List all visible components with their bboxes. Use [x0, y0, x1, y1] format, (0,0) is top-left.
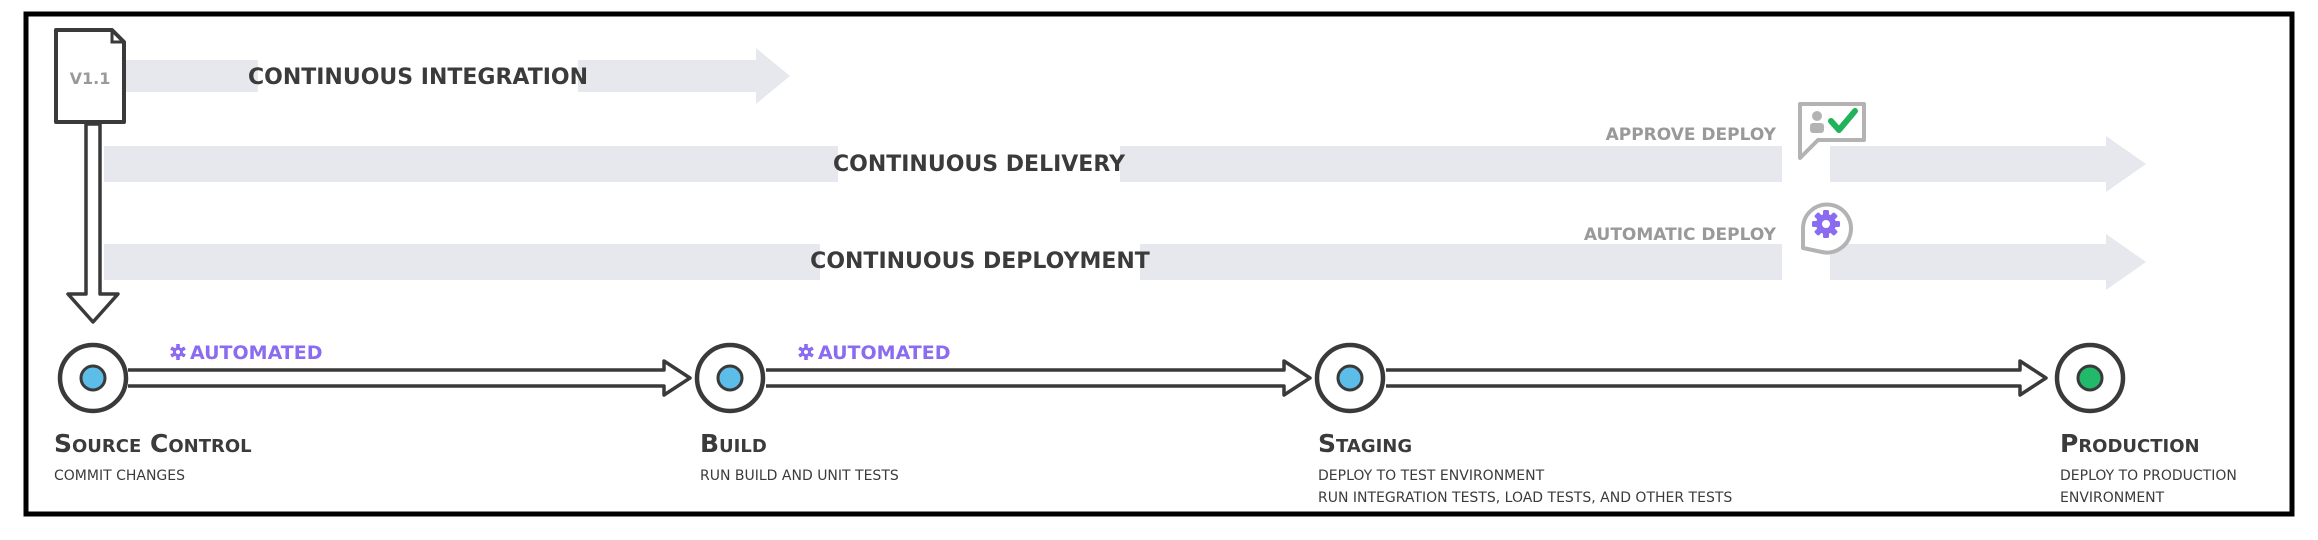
gear-icon: [798, 344, 814, 360]
connector-source-to-build: [128, 359, 692, 397]
deployment-label: CONTINUOUS DEPLOYMENT: [810, 249, 1150, 274]
automated-label-1: AUTOMATED: [190, 342, 323, 364]
automated-label-2: AUTOMATED: [818, 342, 951, 364]
stage-staging: Staging DEPLOY TO TEST ENVIRONMENT RUN I…: [1318, 429, 1732, 506]
stage-desc-line: DEPLOY TO PRODUCTION: [2060, 468, 2237, 484]
delivery-band: CONTINUOUS DELIVERY APPROVE DEPLOY: [104, 102, 2146, 192]
automated-tag-1: AUTOMATED: [170, 342, 323, 364]
stage-title: Source Control: [54, 429, 252, 458]
stage-desc-line: RUN BUILD AND UNIT TESTS: [700, 468, 899, 484]
stage-node-build: [694, 342, 766, 414]
version-document: V1.1: [54, 28, 126, 124]
version-down-arrow: [66, 122, 120, 324]
integration-band: CONTINUOUS INTEGRATION: [112, 48, 790, 104]
stage-title: Build: [700, 429, 767, 458]
deployment-band: CONTINUOUS DEPLOYMENT AUTOMATIC DEPLOY: [104, 202, 2146, 290]
stage-status-dot: [79, 364, 107, 392]
stage-production: Production DEPLOY TO PRODUCTION ENVIRONM…: [2060, 429, 2237, 506]
approval-check-icon: [1798, 102, 1866, 160]
delivery-arrow: [104, 136, 2146, 192]
integration-label-bg: [258, 56, 578, 96]
stage-build: Build RUN BUILD AND UNIT TESTS: [700, 429, 899, 484]
stage-desc-line: RUN INTEGRATION TESTS, LOAD TESTS, AND O…: [1318, 490, 1732, 506]
gear-icon: [170, 344, 186, 360]
integration-label: CONTINUOUS INTEGRATION: [248, 65, 588, 90]
approve-deploy-label: APPROVE DEPLOY: [1606, 125, 1777, 145]
stage-desc-line: COMMIT CHANGES: [54, 468, 185, 484]
automated-tag-2: AUTOMATED: [798, 342, 951, 364]
stage-node-staging: [1314, 342, 1386, 414]
stage-node-production: [2054, 342, 2126, 414]
stage-source-control: Source Control COMMIT CHANGES: [54, 429, 252, 484]
stage-status-dot: [1336, 364, 1364, 392]
version-tag: V1.1: [70, 69, 111, 88]
stage-status-dot: [2076, 364, 2104, 392]
delivery-label-bg: [838, 144, 1120, 184]
delivery-label: CONTINUOUS DELIVERY: [833, 152, 1126, 177]
stage-title: Staging: [1318, 429, 1412, 458]
gear-icon: [1801, 202, 1853, 255]
connector-staging-to-production: [1386, 359, 2048, 397]
deployment-label-bg: [820, 240, 1140, 280]
automatic-deploy-label: AUTOMATIC DEPLOY: [1584, 225, 1777, 245]
stage-desc-line: DEPLOY TO TEST ENVIRONMENT: [1318, 468, 1545, 484]
connector-build-to-staging: [766, 359, 1312, 397]
stage-status-dot: [716, 364, 744, 392]
stage-desc-line: ENVIRONMENT: [2060, 490, 2165, 506]
stage-title: Production: [2060, 429, 2200, 458]
stage-node-source-control: [57, 342, 129, 414]
